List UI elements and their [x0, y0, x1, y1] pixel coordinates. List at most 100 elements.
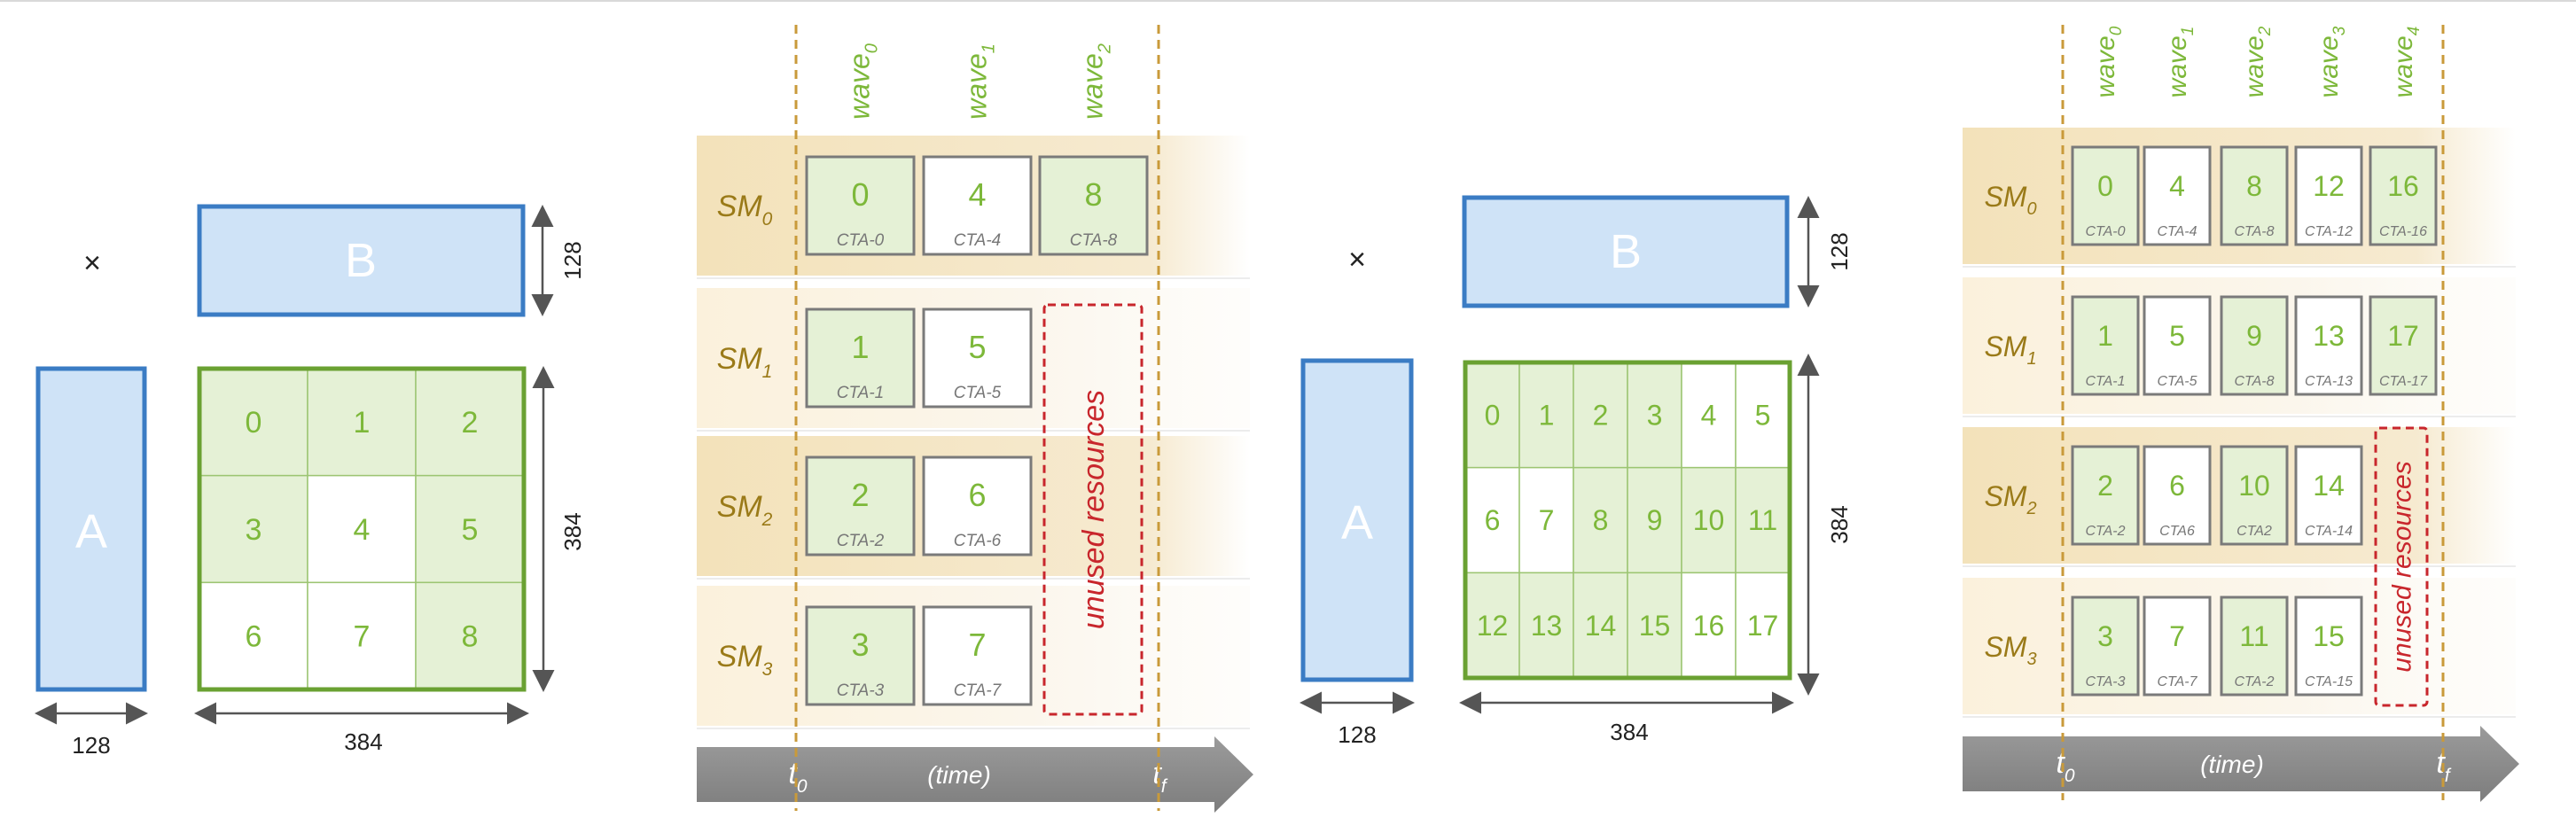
wave-label-sub: 0	[863, 43, 882, 53]
wave-label-base: wave	[961, 53, 993, 120]
cta-label: CTA-4	[954, 231, 1001, 250]
cta-number: 2	[2097, 470, 2113, 502]
cta-box	[805, 455, 916, 557]
wave-label-sub: 0	[2107, 26, 2126, 35]
wave-label: wave2	[1077, 43, 1115, 120]
wave-label-base: wave	[844, 53, 876, 120]
matrix-c	[1463, 360, 1792, 681]
cta-label: CTA-2	[2085, 524, 2125, 539]
sm-label-sub: 3	[2026, 650, 2036, 669]
tile-cell	[307, 474, 417, 584]
time-label: (time)	[927, 761, 991, 789]
sm-label: SM1	[717, 342, 773, 382]
cta-number: 5	[2169, 320, 2185, 352]
cta-label: CTA-8	[1070, 231, 1118, 250]
tile-cell	[415, 581, 525, 690]
cta-number: 17	[2387, 320, 2419, 352]
tile-label: 3	[1647, 400, 1663, 432]
cta-label: CTA2	[2236, 524, 2272, 539]
cta-box	[2143, 145, 2212, 246]
tile-label: 16	[1693, 610, 1725, 642]
tile-label: 1	[354, 406, 371, 440]
wave-label-sub: 2	[1096, 43, 1115, 54]
tile-label: 9	[1647, 504, 1663, 536]
cta-number: 1	[2097, 320, 2113, 352]
tile-label: 6	[1485, 504, 1501, 536]
unused-resources-box	[1042, 303, 1144, 716]
cta-box	[2071, 596, 2140, 697]
cta-label: CTA-0	[2085, 224, 2125, 239]
sm-label: SM1	[1984, 331, 2036, 369]
tile-cell	[1518, 572, 1574, 679]
cta-box	[2369, 145, 2438, 246]
tile-label: 7	[354, 620, 371, 654]
sm-label-base: SM	[1984, 181, 2026, 213]
tile-label: 14	[1585, 610, 1617, 642]
cta-number: 8	[1084, 176, 1102, 213]
matrix-a	[1300, 358, 1414, 682]
t-end-label-sub: f	[1161, 776, 1168, 797]
sm-label: SM3	[717, 640, 773, 680]
sm-label: SM0	[717, 190, 773, 230]
a-width-label: 128	[72, 732, 110, 759]
t-start-label-sub: 0	[797, 776, 808, 797]
matrix-b-label: B	[1610, 225, 1642, 278]
tile-label: 8	[1593, 504, 1609, 536]
cta-number: 5	[968, 329, 986, 365]
tile-cell	[415, 474, 525, 584]
cta-box	[2143, 596, 2212, 697]
tile-cell	[1573, 572, 1628, 679]
cta-label: CTA-15	[2305, 674, 2353, 689]
cta-number: 6	[2169, 470, 2185, 502]
cta-label: CTA-5	[2157, 374, 2197, 389]
cta-number: 11	[2239, 620, 2268, 652]
b-height-label: 128	[1826, 232, 1853, 270]
tile-cell	[415, 368, 525, 477]
cta-box	[922, 455, 1033, 557]
cta-label: CTA-5	[954, 384, 1002, 402]
cta-label: CTA-6	[954, 532, 1002, 550]
sm-label: SM0	[1984, 181, 2036, 219]
tile-label: 11	[1748, 504, 1777, 536]
tile-label: 15	[1639, 610, 1671, 642]
cta-number: 9	[2246, 320, 2262, 352]
sm-label-sub: 1	[762, 362, 773, 382]
b-height-label: 128	[559, 241, 586, 279]
tile-label: 1	[1539, 400, 1555, 432]
sm-label-base: SM	[1984, 331, 2026, 362]
cta-box	[2071, 445, 2140, 546]
cta-box	[2143, 445, 2212, 546]
cta-label: CTA-12	[2305, 224, 2353, 239]
sm-label-sub: 3	[762, 659, 773, 680]
cta-number: 4	[968, 176, 986, 213]
matrix-a	[35, 366, 147, 692]
tile-label: 5	[462, 513, 479, 547]
matrix-a-label: A	[1341, 496, 1373, 549]
matrix-c	[197, 366, 527, 692]
cta-number: 0	[851, 176, 869, 213]
t-start-label-base: t	[2056, 746, 2065, 780]
cta-label: CTA-4	[2157, 224, 2197, 239]
cta-number: 12	[2313, 170, 2345, 202]
wave-label: wave0	[844, 43, 882, 120]
sm-label-base: SM	[717, 490, 763, 524]
wave-label: wave0	[2091, 26, 2126, 97]
wave-label-base: wave	[2091, 35, 2120, 97]
cta-label: CTA-3	[2085, 674, 2125, 689]
cta-number: 10	[2238, 470, 2270, 502]
wave-label: wave4	[2389, 27, 2424, 98]
cta-number: 4	[2169, 170, 2185, 202]
tile-label: 6	[246, 620, 262, 654]
matrix-a-label: A	[75, 505, 107, 558]
tile-cell	[1573, 362, 1628, 469]
sm-label-base: SM	[717, 190, 763, 223]
cta-label: CTA6	[2159, 524, 2195, 539]
cta-box	[805, 155, 916, 256]
sm-label: SM3	[1984, 631, 2036, 669]
sm-label-sub: 0	[762, 209, 773, 230]
wave-label-sub: 2	[2256, 26, 2275, 36]
